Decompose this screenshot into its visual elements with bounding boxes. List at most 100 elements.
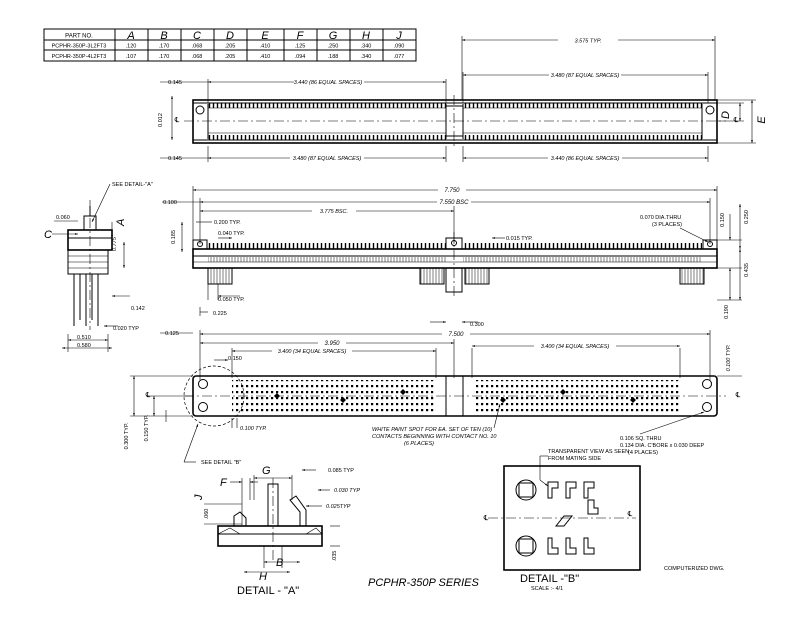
- svg-text:PCPHR-350P-4L2FT3: PCPHR-350P-4L2FT3: [52, 54, 107, 60]
- dim-0030-typ: 0.030 TYP: [334, 488, 360, 494]
- series-title: PCPHR-350P SERIES: [368, 577, 480, 589]
- centerline-mark: ℄: [735, 392, 741, 399]
- svg-text:.205: .205: [225, 54, 236, 60]
- dim-3440-86-top: 3.440 (86 EQUAL SPACES): [294, 80, 363, 86]
- label-j: J: [193, 494, 205, 501]
- table-header-d: D: [226, 30, 234, 42]
- svg-text:.094: .094: [295, 54, 306, 60]
- dim-0300-typ: 0.300 TYP.: [124, 422, 130, 449]
- label-g: G: [262, 465, 271, 477]
- note-sq-thru-3: (4 PLACES): [628, 450, 658, 456]
- svg-text:.188: .188: [328, 54, 339, 60]
- side-view: SEE DETAIL-"A" C A 0.060 0.775 0.142 0.0…: [44, 182, 153, 352]
- note-see-detail-b: SEE DETAIL "B": [201, 460, 241, 466]
- label-e: E: [756, 116, 768, 124]
- note-sq-thru-1: 0.106 SQ. THRU: [620, 436, 661, 442]
- svg-text:.077: .077: [394, 54, 405, 60]
- detail-b: ℄ ℄ TRANSPARENT VIEW AS SEEN FROM MATING…: [483, 449, 641, 592]
- note-transparent-2: FROM MATING SIDE: [548, 456, 601, 462]
- table-header-e: E: [261, 30, 269, 42]
- label-a: A: [115, 219, 127, 227]
- dim-0040-typ: 0.040 TYP.: [218, 231, 245, 237]
- note-paint-1: WHITE PAINT SPOT FOR EA. SET OF TEN (10): [372, 427, 492, 433]
- dim-0012: 0.012: [158, 113, 164, 127]
- label-f: F: [220, 477, 228, 489]
- table-row: PCPHR-350P-3L2FT3 .120 .170 .068 .205 .4…: [52, 44, 405, 50]
- detail-b-scale: SCALE :- 4/1: [531, 586, 563, 592]
- svg-text:.090: .090: [394, 44, 405, 50]
- note-dia-thru: 0.070 DIA.THRU: [640, 215, 681, 221]
- centerline-mark: ℄: [627, 511, 633, 518]
- label-h: H: [259, 571, 267, 583]
- dim-7750: 7.750: [444, 188, 460, 194]
- note-dia-thru-places: (3 PLACES): [652, 222, 682, 228]
- svg-text:.120: .120: [126, 44, 137, 50]
- dim-0020-typ: 0.020 TYP: [113, 326, 139, 332]
- centerline-mark: ℄: [174, 117, 180, 124]
- dimension-table: PART NO. A B C D E F G H J PCPHR-350P-3L…: [43, 28, 417, 62]
- dim-0015-typ: 0.015 TYP.: [506, 236, 533, 242]
- note-paint-3: (6 PLACES): [404, 441, 434, 447]
- detail-b-title: DETAIL -"B": [520, 573, 579, 585]
- dim-7500: 7.500: [448, 332, 464, 338]
- dim-0510: 0.510: [77, 335, 91, 341]
- dim-0100-typ: 0.100 TYP.: [240, 426, 267, 432]
- centerline-mark: ℄: [145, 392, 151, 399]
- dim-0150: 0.150: [720, 213, 726, 227]
- svg-text:.170: .170: [159, 44, 170, 50]
- detail-a-title: DETAIL - "A": [237, 585, 299, 597]
- svg-text:.068: .068: [192, 44, 203, 50]
- svg-text:.170: .170: [159, 54, 170, 60]
- dim-0250: 0.250: [744, 210, 750, 224]
- svg-text:.410: .410: [260, 54, 271, 60]
- table-header-part: PART NO.: [65, 34, 93, 40]
- dim-060: .060: [204, 509, 210, 520]
- dim-0060: 0.060: [56, 215, 70, 221]
- label-b: B: [276, 557, 283, 569]
- dim-0200-typ: 0.200 TYP.: [214, 220, 241, 226]
- dim-0025-typ: 0.025TYP: [326, 504, 351, 510]
- dim-3400-right: 3.400 (34 EQUAL SPACES): [541, 344, 610, 350]
- dim-0145-top: 0.145: [168, 80, 182, 86]
- dim-0775: 0.775: [112, 236, 118, 251]
- svg-text:.340: .340: [361, 54, 372, 60]
- dim-0085-typ: 0.085 TYP: [328, 468, 354, 474]
- svg-text:.068: .068: [192, 54, 203, 60]
- dim-0300: 0.300: [470, 322, 484, 328]
- dim-0145-bot: 0.145: [168, 156, 182, 162]
- dim-0100-typ-right: 0.100 TYP.: [726, 345, 732, 372]
- dim-0190: 0.190: [724, 305, 730, 319]
- bottom-view: 0.125 7.500 3.950 3.400 (34 EQUAL SPACES…: [124, 330, 742, 466]
- svg-text:.107: .107: [126, 54, 137, 60]
- dim-7550-bsc: 7.550 BSC: [439, 200, 469, 206]
- dim-0225: 0.225: [213, 311, 227, 317]
- dim-035: .035: [332, 551, 338, 562]
- dim-0185: 0.185: [171, 230, 177, 244]
- svg-text:.125: .125: [295, 44, 306, 50]
- centerline-mark: ℄: [483, 515, 489, 522]
- label-d: D: [720, 111, 732, 119]
- svg-text:PCPHR-350P-3L2FT3: PCPHR-350P-3L2FT3: [52, 44, 107, 50]
- table-header-g: G: [329, 30, 338, 42]
- dim-0050-typ: 0.050 TYP.: [218, 297, 245, 303]
- table-header-b: B: [160, 30, 167, 42]
- table-header-c: C: [193, 30, 201, 42]
- centerline-mark: ℄: [733, 117, 739, 124]
- dim-0150: 0.150: [228, 356, 242, 362]
- dim-0580: 0.580: [77, 343, 91, 349]
- table-header-a: A: [126, 30, 134, 42]
- top-view: 3.575 TYP. 3.440 (86 EQUAL SPACES) 3.480…: [158, 36, 768, 162]
- dim-0435: 0.435: [744, 263, 750, 277]
- dim-3480-87-bot: 3.480 (87 EQUAL SPACES): [293, 156, 362, 162]
- svg-text:.410: .410: [260, 44, 271, 50]
- dim-0100: 0.100: [163, 200, 177, 206]
- table-header-f: F: [297, 30, 305, 42]
- dim-0142: 0.142: [131, 306, 145, 312]
- detail-a: F G 0.085 TYP 0.030 TYP 0.025TYP J .060 …: [193, 465, 360, 597]
- label-c: C: [44, 229, 52, 241]
- dim-3400-left: 3.400 (34 EQUAL SPACES): [278, 349, 347, 355]
- computerized-note: COMPUTERIZED DWG.: [664, 566, 725, 572]
- dim-3950: 3.950: [324, 341, 340, 347]
- dim-0150-typ: 0.150 TYP.: [144, 414, 150, 441]
